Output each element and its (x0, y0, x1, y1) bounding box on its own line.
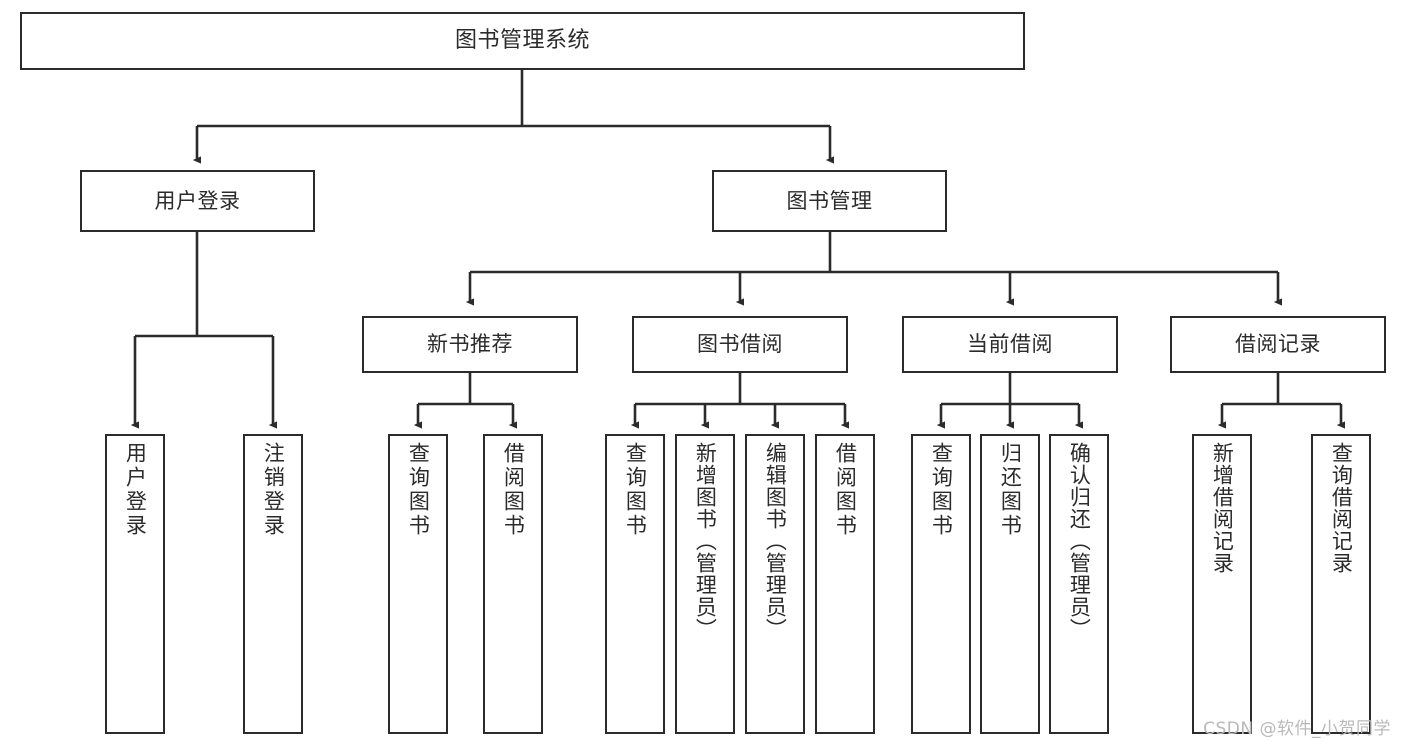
node-root-system[interactable]: 图书管理系统 (20, 12, 1025, 70)
leaf-current-borrow-return-book[interactable]: 归还图书 (980, 434, 1040, 734)
node-label: 新增图书（管理员） (693, 442, 718, 640)
leaf-new-book-borrow-book[interactable]: 借阅图书 (483, 434, 543, 734)
leaf-book-borrow-add-book-admin[interactable]: 新增图书（管理员） (675, 434, 735, 734)
node-label: 借阅图书 (501, 442, 526, 538)
leaf-book-borrow-borrow-book[interactable]: 借阅图书 (815, 434, 875, 734)
leaf-current-borrow-confirm-return-admin[interactable]: 确认归还（管理员） (1049, 434, 1109, 734)
node-label: 借阅记录 (1235, 332, 1321, 357)
node-label: 编辑图书（管理员） (763, 442, 788, 640)
node-book-borrow[interactable]: 图书借阅 (632, 316, 848, 373)
node-label: 当前借阅 (967, 332, 1053, 357)
leaf-user-login-logout[interactable]: 注销登录 (243, 434, 303, 734)
leaf-book-borrow-query-book[interactable]: 查询图书 (605, 434, 665, 734)
leaf-user-login-login[interactable]: 用户登录 (105, 434, 165, 734)
node-new-book-recommend[interactable]: 新书推荐 (362, 316, 578, 373)
node-label: 图书管理系统 (454, 28, 590, 54)
leaf-borrow-record-query-record[interactable]: 查询借阅记录 (1311, 434, 1371, 734)
node-label: 查询图书 (406, 442, 431, 538)
node-label: 图书借阅 (697, 332, 783, 357)
node-label: 查询图书 (929, 442, 954, 538)
node-label: 注销登录 (261, 442, 286, 538)
node-label: 查询图书 (623, 442, 648, 538)
node-label: 用户登录 (123, 442, 148, 538)
node-label: 归还图书 (998, 442, 1023, 538)
node-book-management[interactable]: 图书管理 (712, 170, 947, 232)
node-label: 查询借阅记录 (1329, 442, 1354, 574)
node-label: 用户登录 (154, 188, 241, 213)
leaf-new-book-query-book[interactable]: 查询图书 (388, 434, 448, 734)
node-label: 确认归还（管理员） (1067, 442, 1092, 640)
leaf-current-borrow-query-book[interactable]: 查询图书 (911, 434, 971, 734)
node-label: 图书管理 (786, 188, 873, 213)
leaf-borrow-record-add-record[interactable]: 新增借阅记录 (1192, 434, 1252, 734)
node-label: 新书推荐 (427, 332, 513, 357)
node-label: 借阅图书 (833, 442, 858, 538)
node-label: 新增借阅记录 (1210, 442, 1235, 574)
node-current-borrow[interactable]: 当前借阅 (902, 316, 1118, 373)
node-borrow-record[interactable]: 借阅记录 (1170, 316, 1386, 373)
node-user-login[interactable]: 用户登录 (80, 170, 315, 232)
leaf-book-borrow-edit-book-admin[interactable]: 编辑图书（管理员） (745, 434, 805, 734)
